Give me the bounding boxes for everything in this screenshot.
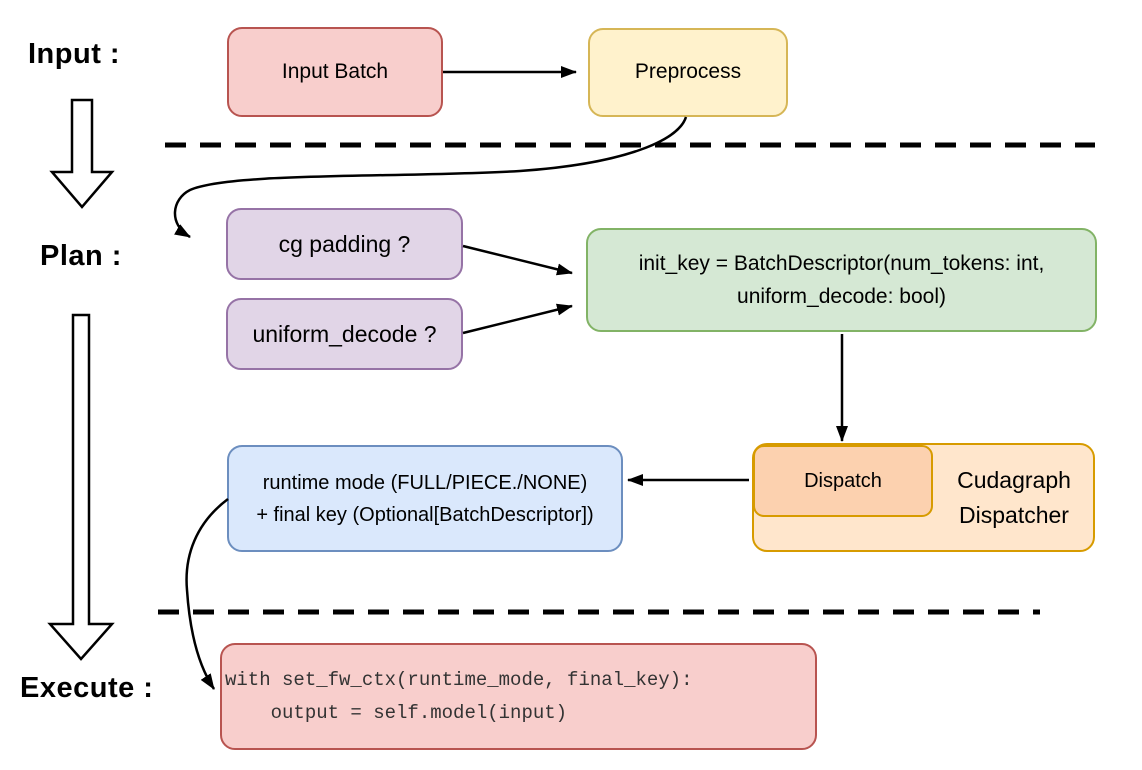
init-key-node: init_key = BatchDescriptor(num_tokens: i…	[586, 228, 1097, 332]
dispatch-label: Dispatch	[804, 469, 882, 492]
uniform-decode-node: uniform_decode ?	[226, 298, 463, 370]
arrow-uniform-decode-to-init-key	[462, 303, 573, 335]
cg-padding-label: cg padding ?	[278, 230, 411, 257]
runtime-mode-line1: runtime mode (FULL/PIECE./NONE)	[262, 471, 588, 494]
input-batch-label: Input Batch	[281, 59, 389, 83]
input-to-plan-arrow	[49, 98, 115, 209]
dispatch-node: Dispatch	[753, 445, 933, 517]
preprocess-label: Preprocess	[634, 60, 742, 84]
execute-code-text: with set_fw_ctx(runtime_mode, final_key)…	[225, 668, 693, 724]
cudagraph-dispatcher-label: Cudagraph Dispatcher	[933, 443, 1095, 552]
cudagraph-label-line1: Cudagraph	[957, 466, 1071, 493]
runtime-mode-node: runtime mode (FULL/PIECE./NONE) + final …	[227, 445, 623, 552]
stage-label-input: Input :	[28, 38, 121, 70]
stage-label-plan: Plan :	[40, 240, 122, 272]
preprocess-node: Preprocess	[588, 28, 788, 117]
init-key-line2: uniform_decode: bool)	[737, 285, 946, 308]
uniform-decode-label: uniform_decode ?	[252, 320, 437, 347]
arrow-cg-padding-to-init-key	[462, 244, 573, 276]
cudagraph-label-line2: Dispatcher	[959, 501, 1069, 528]
plan-to-execute-arrow	[47, 313, 115, 661]
stage-label-execute: Execute :	[20, 672, 154, 704]
execute-code-node: with set_fw_ctx(runtime_mode, final_key)…	[220, 643, 817, 750]
input-batch-node: Input Batch	[227, 27, 443, 117]
init-key-line1: init_key = BatchDescriptor(num_tokens: i…	[638, 252, 1045, 275]
runtime-mode-line2: + final key (Optional[BatchDescriptor])	[256, 503, 594, 526]
cg-padding-node: cg padding ?	[226, 208, 463, 280]
